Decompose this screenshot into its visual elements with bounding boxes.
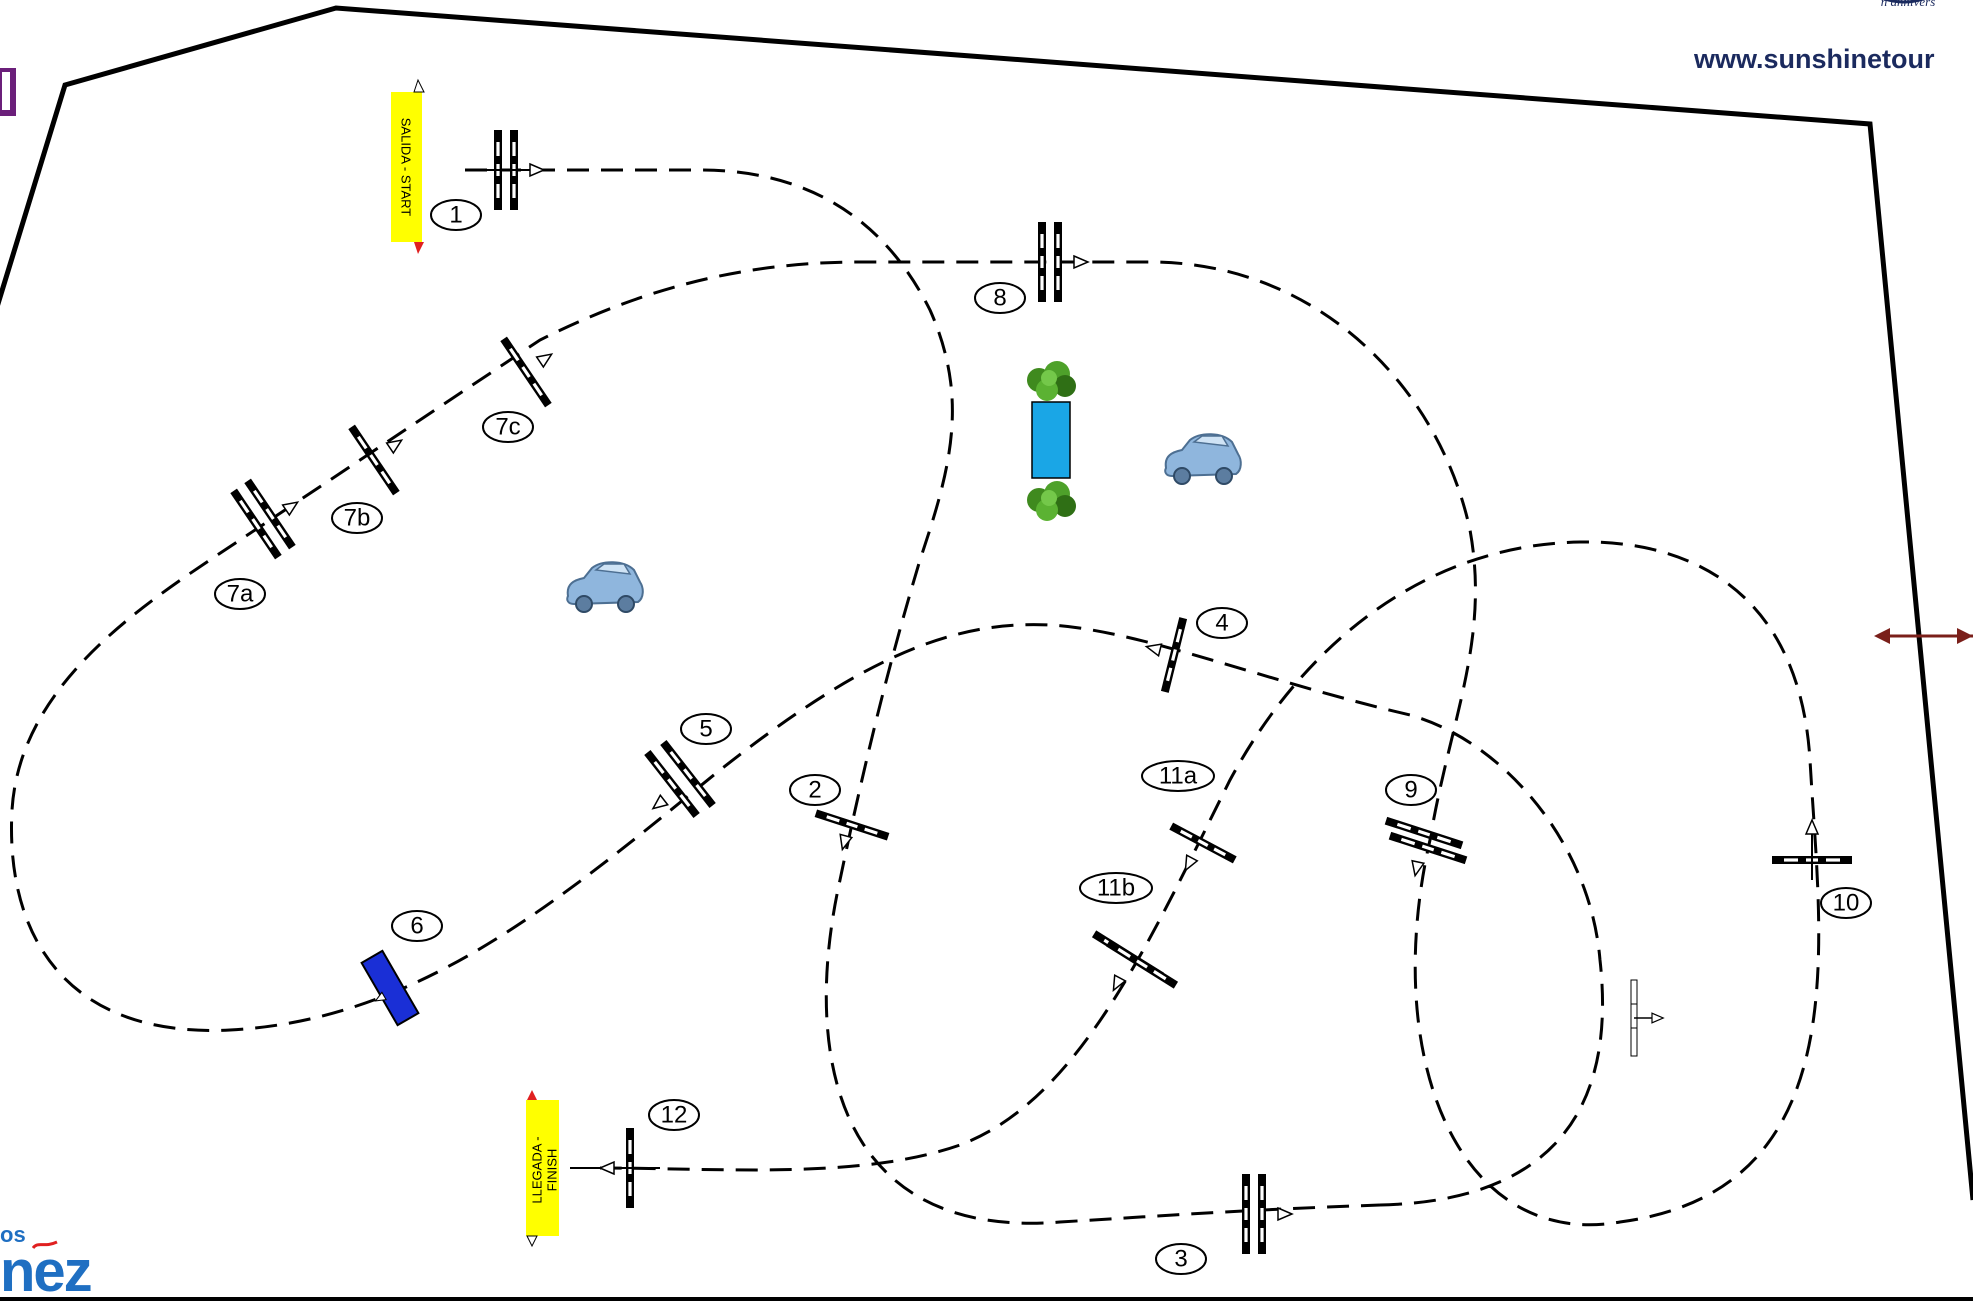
finish-sign: LLEGADA - FINISH [526, 1090, 560, 1248]
fence-6-wall [360, 949, 420, 1027]
obstacle-number-5: 5 [699, 716, 712, 743]
obstacle-number-6: 6 [410, 913, 423, 940]
obstacle-number-11a: 11a [1159, 763, 1198, 790]
finish-sign-label-2: FINISH [545, 1149, 560, 1192]
arena-fence [0, 5, 1973, 1201]
obstacle-number-2: 2 [808, 777, 821, 804]
obstacle-number-10: 10 [1833, 890, 1860, 917]
obstacle-number-1: 1 [449, 202, 462, 229]
obstacle-number-7c: 7c [495, 414, 520, 441]
spare-fence [1630, 979, 1664, 1057]
course-route [9, 168, 1821, 1227]
car-icon [1164, 433, 1242, 485]
fence-4 [1144, 617, 1188, 693]
water-jump-icon [1027, 361, 1076, 521]
sponsor-bottom-small-text: os [0, 1222, 26, 1247]
fence-7a [230, 478, 302, 560]
obstacle-number-7b: 7b [344, 505, 371, 532]
fence-7c [500, 336, 556, 408]
fence-11a [1169, 822, 1237, 874]
start-sign: SALIDA - START [391, 78, 425, 254]
obstacle-number-4: 4 [1215, 610, 1228, 637]
car-icon [566, 561, 644, 613]
fence-5 [644, 740, 716, 818]
seal-text: n annivers [1881, 0, 1936, 9]
sponsor-logo-bottom: os nez [0, 1222, 118, 1304]
finish-sign-label-1: LLEGADA - [530, 1136, 545, 1203]
tilde-mark-icon [32, 1240, 58, 1250]
fence-12 [570, 1128, 660, 1208]
fence-9 [1384, 816, 1468, 878]
obstacle-number-8: 8 [993, 285, 1006, 312]
obstacle-number-3: 3 [1174, 1246, 1187, 1273]
obstacle-number-11b: 11b [1097, 875, 1135, 902]
fence-3 [1242, 1174, 1293, 1254]
obstacle-number-9: 9 [1404, 777, 1417, 804]
obstacle-number-7a: 7a [227, 581, 254, 608]
fence-10 [1772, 819, 1852, 880]
website-url: www.sunshinetour [1694, 44, 1935, 74]
obstacle-number-12: 12 [661, 1102, 688, 1129]
fence-1 [466, 130, 545, 210]
sponsor-bottom-big-text: nez [0, 1239, 93, 1304]
direction-arrow-icon [1874, 628, 1973, 644]
fence-11b [1091, 930, 1179, 994]
start-sign-label: SALIDA - START [399, 118, 414, 217]
sponsor-logo-top-icon [0, 68, 16, 116]
seal-logo-icon: n annivers [1881, 0, 1936, 9]
